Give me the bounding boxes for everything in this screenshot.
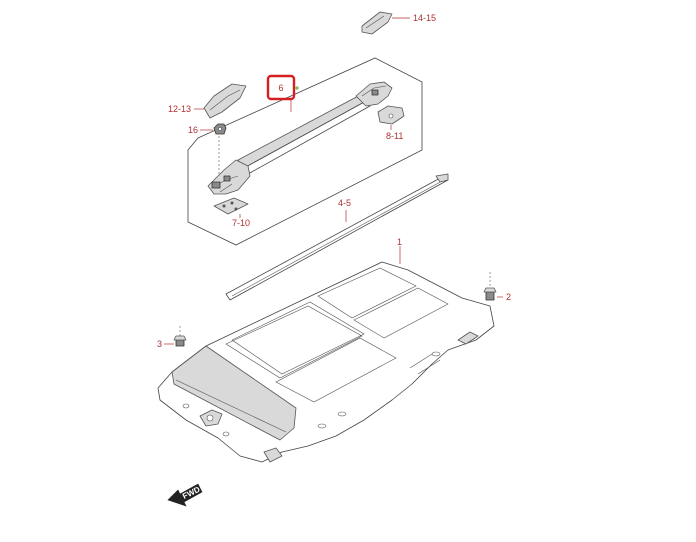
part-clip-2[interactable]: [483, 272, 497, 301]
part-end-cap-12-13[interactable]: [203, 83, 247, 119]
callout-4-5[interactable]: 4-5: [338, 198, 351, 208]
callout-16[interactable]: 16: [188, 125, 198, 135]
part-nut-16[interactable]: [213, 123, 227, 135]
callout-3[interactable]: 3: [157, 339, 162, 349]
callout-1[interactable]: 1: [397, 237, 402, 247]
callout-7-10[interactable]: 7-10: [232, 218, 250, 228]
part-cover-14-15[interactable]: [361, 11, 410, 35]
part-plate-7-10[interactable]: [213, 197, 249, 215]
callout-8-11[interactable]: 8-11: [386, 131, 403, 141]
callout-6[interactable]: 6: [278, 83, 283, 93]
callout-2[interactable]: 2: [506, 292, 511, 302]
part-clip-3[interactable]: [173, 326, 187, 347]
callout-14-15[interactable]: 14-15: [413, 13, 436, 23]
part-headliner-1[interactable]: [157, 261, 495, 463]
part-roof-rail-6[interactable]: [207, 81, 393, 195]
part-molding-4-5[interactable]: [225, 173, 449, 301]
roof-rail-group-box: [187, 57, 423, 246]
highlight-box-6: [266, 74, 296, 101]
fwd-arrow-icon: FWD: [167, 483, 203, 507]
marker-dot: [295, 86, 299, 90]
part-cover-8-11[interactable]: [377, 105, 405, 125]
callout-12-13[interactable]: 12-13: [168, 104, 191, 114]
fwd-label: FWD: [181, 485, 202, 501]
